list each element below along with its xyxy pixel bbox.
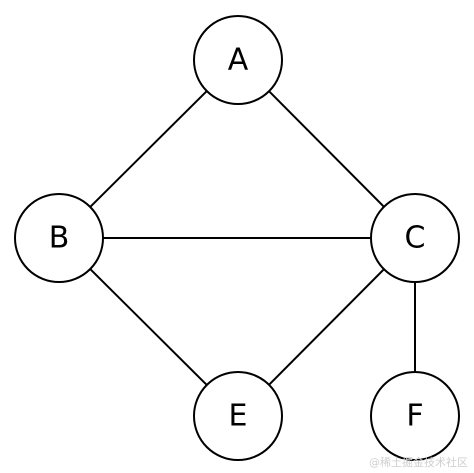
node-e-circle — [193, 371, 283, 461]
node-a: A — [193, 15, 283, 105]
edge-a-b — [89, 90, 208, 208]
node-e: E — [193, 371, 283, 461]
node-f: F — [370, 371, 460, 461]
node-f-label: F — [406, 399, 423, 434]
node-c-label: C — [405, 221, 426, 256]
edge-b-e — [89, 268, 208, 386]
node-a-circle — [193, 15, 283, 105]
node-b: B — [14, 193, 104, 283]
edge-a-c — [268, 90, 385, 208]
node-c-circle — [370, 193, 460, 283]
edge-c-e — [268, 268, 385, 386]
node-b-label: B — [49, 221, 70, 256]
node-f-circle — [370, 371, 460, 461]
node-c: C — [370, 193, 460, 283]
node-e-label: E — [229, 399, 248, 434]
node-b-circle — [14, 193, 104, 283]
watermark-text: @稀土掘金技术社区 — [369, 456, 468, 469]
node-a-label: A — [228, 43, 249, 78]
nodes-layer: A B C E F — [14, 15, 460, 461]
edges-layer — [89, 90, 416, 386]
